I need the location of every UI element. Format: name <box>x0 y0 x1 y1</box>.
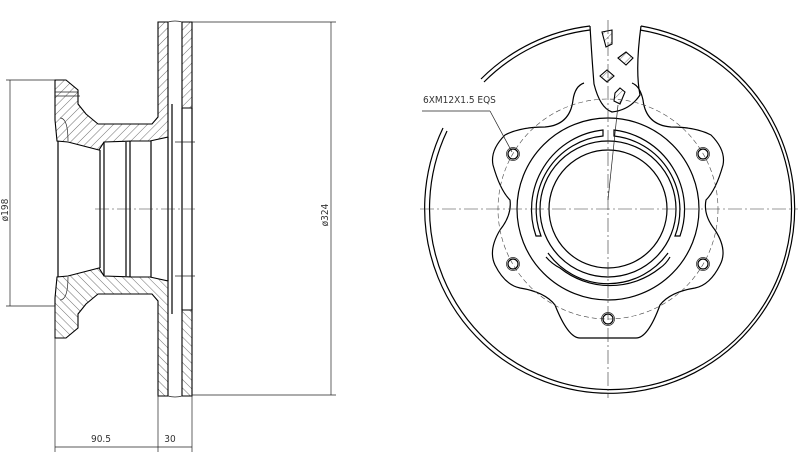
hub-diameter-label: ø198 <box>0 198 11 221</box>
section-view <box>54 20 195 398</box>
disc-diameter-label: ø324 <box>320 203 331 226</box>
dimension-hub-diameter: ø198 <box>0 79 55 307</box>
bolt-hole-callout-label: 6XM12X1.5 EQS <box>423 95 496 106</box>
hub-depth-label: 90.5 <box>91 434 111 445</box>
disc-thickness-label: 30 <box>164 434 176 445</box>
dimension-disc-diameter: ø324 <box>192 21 336 396</box>
bolt-hole-callout: 6XM12X1.5 EQS <box>422 95 513 153</box>
section-upper-half <box>54 20 193 151</box>
front-view <box>420 20 798 398</box>
section-lower-half <box>54 267 193 398</box>
dimension-depths: 90.5 30 <box>54 306 193 452</box>
